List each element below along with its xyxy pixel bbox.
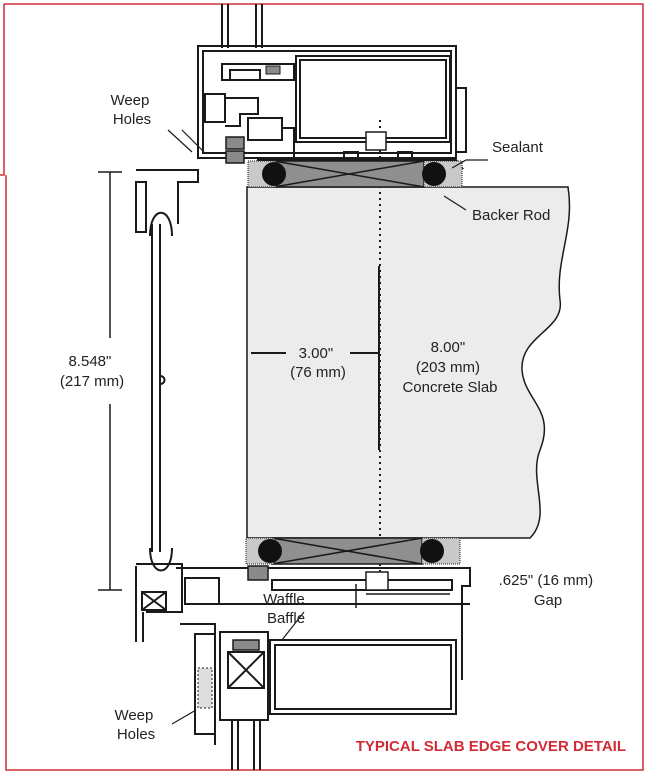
weep-holes-top-label: Weep Holes	[110, 92, 153, 128]
concrete-slab	[246, 186, 571, 539]
gap-dimension-label: .625" (16 mm) Gap	[499, 572, 598, 609]
setback-centerline	[251, 266, 380, 450]
slab-dimension-label: 8.00" (203 mm) Concrete Slab	[402, 339, 497, 396]
gap-dimension-line	[355, 584, 450, 608]
waffle-baffle-label: Waffle Baffle	[263, 591, 309, 627]
bottom-baffle-blocks	[197, 565, 389, 709]
top-backer-rods	[262, 162, 446, 186]
setback-dimension-label: 3.00" (76 mm)	[290, 345, 346, 381]
height-dimension-line	[98, 171, 122, 591]
sealant-label: Sealant	[492, 139, 544, 156]
bottom-backer-rods	[258, 539, 444, 563]
bottom-transom	[176, 567, 471, 770]
top-gaskets	[225, 65, 387, 164]
backer-rod-label: Backer Rod	[472, 207, 550, 224]
diagram-caption: TYPICAL SLAB EDGE COVER DETAIL	[356, 738, 626, 755]
red-frame	[0, 3, 644, 771]
height-dimension-label: 8.548" (217 mm)	[60, 353, 124, 390]
weep-holes-bottom-label: Weep Holes	[114, 707, 157, 743]
slab-edge-cover	[135, 169, 199, 642]
leader-lines	[167, 129, 488, 725]
